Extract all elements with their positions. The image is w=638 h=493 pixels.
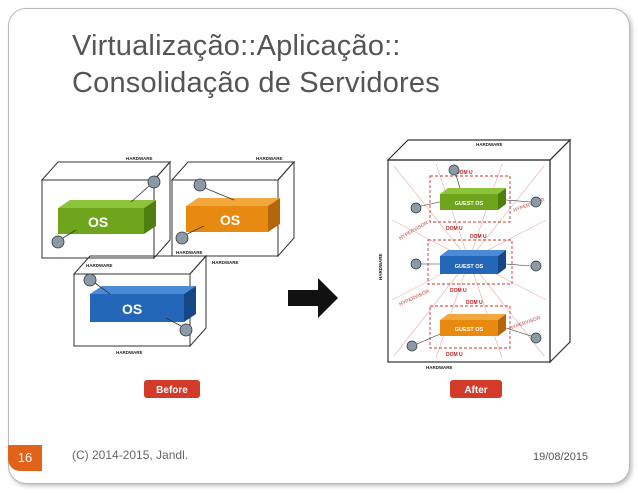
guest-os-label: GUEST OS	[455, 327, 484, 333]
os-label: OS	[122, 301, 142, 317]
guest-os-label: GUEST OS	[455, 201, 484, 207]
title-line-1: Virtualização::Aplicação::	[72, 30, 401, 62]
server-box-green: HARDWARE HARDWARE OS	[40, 156, 172, 268]
dom-u-label: DOM U	[446, 226, 463, 232]
consolidation-diagram: HARDWARE HARDWARE OS HARDWARE HARDWARE O…	[40, 138, 572, 398]
hardware-label: HARDWARE	[426, 365, 453, 370]
slide-title: Virtualização::Aplicação:: Consolidação …	[72, 28, 612, 102]
title-line-2: Consolidação de Servidores	[72, 67, 440, 99]
hardware-label: HARDWARE	[378, 254, 383, 281]
guest-os-label: GUEST OS	[455, 264, 484, 270]
hardware-label: HARDWARE	[126, 156, 153, 161]
hardware-label: HARDWARE	[256, 156, 283, 161]
copyright-text: (C) 2014-2015, Jandl.	[72, 448, 189, 462]
app-icon	[410, 258, 422, 270]
dom-u-label: DOM U	[450, 288, 467, 294]
os-block-green	[58, 208, 144, 234]
consolidated-server-box: HARDWARE HARDWARE HARDWARE HYPERVISOR HY…	[378, 138, 572, 370]
app-icon	[175, 231, 189, 245]
hypervisor-label: HYPERVISOR	[398, 288, 431, 307]
before-label: Before	[156, 385, 188, 396]
app-icon	[410, 202, 422, 214]
dom-u-green: DOM U DOM U GUEST OS	[410, 164, 542, 232]
app-icon	[179, 323, 193, 337]
arrow-icon	[288, 278, 338, 318]
dom-u-label: DOM U	[456, 170, 473, 176]
dom-u-label: DOM U	[466, 300, 483, 306]
slide-frame	[8, 8, 630, 484]
server-box-blue: HARDWARE HARDWARE OS	[72, 250, 208, 355]
dom-u-label: DOM U	[446, 352, 463, 358]
hardware-label: HARDWARE	[212, 260, 239, 265]
app-icon	[530, 332, 542, 344]
hardware-label: HARDWARE	[176, 250, 203, 255]
app-icon	[448, 164, 460, 176]
after-label: After	[464, 385, 487, 396]
app-icon	[83, 273, 97, 287]
before-label-badge: Before	[144, 380, 200, 398]
page-number-badge: 16	[8, 445, 42, 471]
app-icon	[530, 260, 542, 272]
os-block-blue	[90, 294, 184, 322]
slide-date: 19/08/2015	[533, 451, 589, 463]
server-box-orange: HARDWARE HARDWARE OS	[170, 156, 296, 265]
hardware-label: HARDWARE	[116, 350, 143, 355]
app-icon	[530, 196, 542, 208]
dom-u-orange: DOM U DOM U GUEST OS	[406, 300, 542, 358]
dom-u-blue: DOM U DOM U GUEST OS	[410, 234, 542, 294]
app-icon	[51, 235, 65, 249]
app-icon	[193, 178, 207, 192]
app-icon	[406, 340, 418, 352]
dom-u-label: DOM U	[470, 234, 487, 240]
hypervisor-label: HYPERVISOR	[398, 220, 430, 242]
hardware-label: HARDWARE	[86, 263, 113, 268]
hardware-label: HARDWARE	[476, 142, 503, 147]
after-label-badge: After	[450, 380, 502, 398]
os-label: OS	[88, 214, 108, 230]
app-icon	[147, 175, 161, 189]
os-label: OS	[220, 212, 240, 228]
